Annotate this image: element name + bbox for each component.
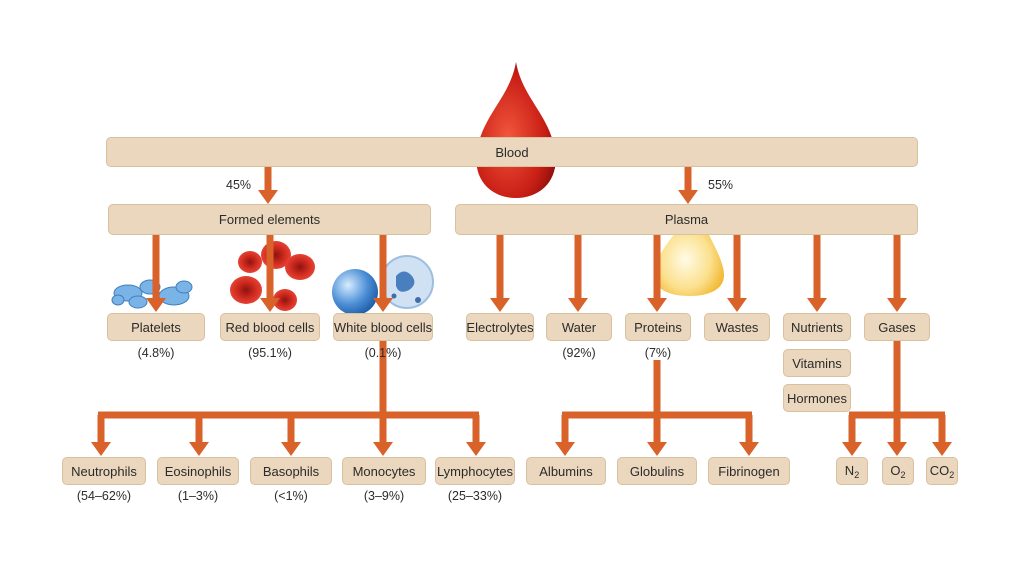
arrow-protein-0-head <box>555 442 575 456</box>
neutrophils-label: Neutrophils <box>71 463 137 479</box>
basophils-label: Basophils <box>262 463 320 479</box>
arrow-red-blood-cells-head <box>260 298 280 312</box>
blood-box: Blood <box>106 137 918 167</box>
arrow-gas-0-head <box>842 442 862 456</box>
arrow-wbc-type-3-head <box>373 442 393 456</box>
red-blood-cells-label: Red blood cells <box>225 319 315 335</box>
lymphocytes-percent: (25–33%) <box>447 489 503 503</box>
plasma-drop-icon <box>654 215 724 296</box>
electrolytes-label: Electrolytes <box>466 319 534 335</box>
globulins-box: Globulins <box>617 457 697 485</box>
arrow-plasma-item-0-head <box>490 298 510 312</box>
plasma-percent: 55% <box>708 178 734 192</box>
hormones-label: Hormones <box>787 390 847 406</box>
arrow-blood-formed-head <box>258 190 278 204</box>
carbon-dioxide-box: CO2 <box>926 457 958 485</box>
vitamins-box: Vitamins <box>783 349 851 377</box>
vitamins-label: Vitamins <box>792 355 842 371</box>
white-blood-cells-box: White blood cells <box>333 313 433 341</box>
arrow-gas-1-head <box>887 442 907 456</box>
arrow-plasma-item-3-head <box>727 298 747 312</box>
oxygen-label: O2 <box>890 462 906 480</box>
electrolytes-box: Electrolytes <box>466 313 534 341</box>
nutrients-box: Nutrients <box>783 313 851 341</box>
white-blood-cells-label: White blood cells <box>333 319 433 335</box>
albumins-label: Albumins <box>539 463 593 479</box>
hormones-box: Hormones <box>783 384 851 412</box>
basophils-box: Basophils <box>250 457 332 485</box>
platelets-box: Platelets <box>107 313 205 341</box>
fibrinogen-box: Fibrinogen <box>708 457 790 485</box>
globulins-label: Globulins <box>629 463 685 479</box>
arrow-platelets-head <box>146 298 166 312</box>
water-box: Water <box>546 313 612 341</box>
carbon-dioxide-label: CO2 <box>929 462 955 480</box>
albumins-box: Albumins <box>526 457 606 485</box>
monocytes-label: Monocytes <box>352 463 416 479</box>
platelets-percent: (4.8%) <box>137 346 175 360</box>
arrow-plasma-item-1-head <box>568 298 588 312</box>
gases-label: Gases <box>878 319 916 335</box>
plasma-box: Plasma <box>455 204 918 235</box>
red-blood-cells-box: Red blood cells <box>220 313 320 341</box>
water-percent: (92%) <box>562 346 596 360</box>
arrow-wbc-type-1-head <box>189 442 209 456</box>
wastes-label: Wastes <box>715 319 759 335</box>
white-blood-cells-percent: (0.1%) <box>364 346 402 360</box>
eosinophils-label: Eosinophils <box>164 463 232 479</box>
nitrogen-box: N2 <box>836 457 868 485</box>
lymphocytes-label: Lymphocytes <box>436 463 514 479</box>
basophils-percent: (<1%) <box>274 489 308 503</box>
formed-elements-box: Formed elements <box>108 204 431 235</box>
blood-label: Blood <box>495 144 529 160</box>
formed-percent: 45% <box>226 178 252 192</box>
platelets-icon <box>111 279 193 309</box>
arrow-wbc-type-2-head <box>281 442 301 456</box>
proteins-percent: (7%) <box>644 346 672 360</box>
gases-box: Gases <box>864 313 930 341</box>
white-blood-cells-icon <box>332 255 434 315</box>
neutrophils-percent: (54–62%) <box>76 489 132 503</box>
water-label: Water <box>561 319 597 335</box>
arrow-protein-2-head <box>739 442 759 456</box>
nutrients-label: Nutrients <box>790 319 844 335</box>
arrow-blood-plasma-head <box>678 190 698 204</box>
platelets-label: Platelets <box>131 319 181 335</box>
arrow-plasma-item-5-head <box>887 298 907 312</box>
wastes-box: Wastes <box>704 313 770 341</box>
monocytes-percent: (3–9%) <box>363 489 405 503</box>
eosinophils-percent: (1–3%) <box>177 489 219 503</box>
proteins-box: Proteins <box>625 313 691 341</box>
nitrogen-label: N2 <box>844 462 860 480</box>
plasma-label: Plasma <box>664 212 709 227</box>
red-blood-cells-percent: (95.1%) <box>248 346 292 360</box>
monocytes-box: Monocytes <box>342 457 426 485</box>
fibrinogen-label: Fibrinogen <box>718 463 780 479</box>
eosinophils-box: Eosinophils <box>157 457 239 485</box>
arrow-plasma-item-4-head <box>807 298 827 312</box>
neutrophils-box: Neutrophils <box>62 457 146 485</box>
arrow-plasma-item-2-head <box>647 298 667 312</box>
arrow-wbc-type-4-head <box>466 442 486 456</box>
proteins-label: Proteins <box>634 319 682 335</box>
arrow-gas-2-head <box>932 442 952 456</box>
arrow-white-blood-cells-head <box>373 298 393 312</box>
lymphocytes-box: Lymphocytes <box>435 457 515 485</box>
arrow-wbc-type-0-head <box>91 442 111 456</box>
arrow-protein-1-head <box>647 442 667 456</box>
oxygen-box: O2 <box>882 457 914 485</box>
formed-elements-label: Formed elements <box>218 212 321 227</box>
